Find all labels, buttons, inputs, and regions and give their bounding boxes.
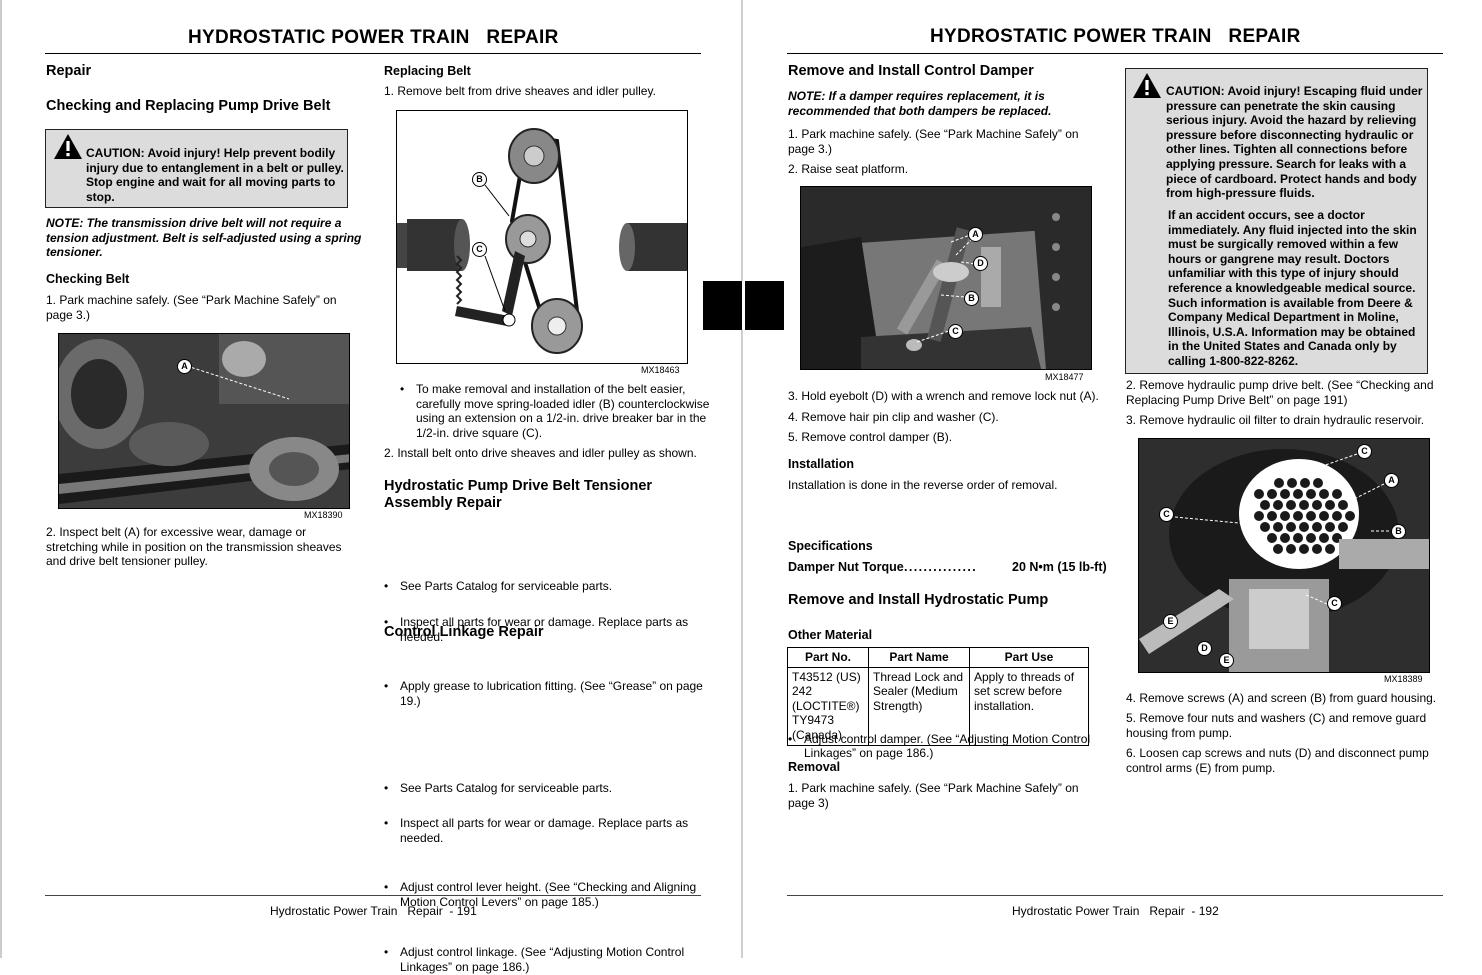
- right-footer: Hydrostatic Power Train Repair - 192: [1012, 904, 1219, 918]
- pump-step-5: 5. Remove four nuts and washers (C) and …: [1126, 711, 1427, 740]
- left-note: NOTE: The transmission drive belt will n…: [46, 216, 362, 260]
- damper-step-3: 3. Hold eyebolt (D) with a wrench and re…: [788, 389, 1099, 403]
- fluid-caution-box: CAUTION: Avoid injury! Escaping fluid un…: [1125, 68, 1428, 374]
- pump-heading: Remove and Install Hydrostatic Pump: [788, 592, 1049, 608]
- belt-routing-drawing: [397, 128, 687, 354]
- warning-icon: [54, 134, 82, 159]
- pump-step-3: 3. Remove hydraulic oil filter to drain …: [1126, 413, 1425, 427]
- fig2-label: MX18463: [641, 365, 680, 375]
- table-cell-part-use: Apply to threads of set screw before ins…: [969, 666, 1089, 746]
- fig3-callout-d: D: [973, 256, 988, 271]
- parts-table: Part No. Part Name Part Use T43512 (US) …: [787, 647, 1089, 746]
- tensioner-bullet-2: Inspect all parts for wear or damage. Re…: [384, 615, 714, 644]
- pump-step-4: 4. Remove screws (A) and screen (B) from…: [1126, 691, 1437, 705]
- right-title-rule: [787, 53, 1443, 54]
- pump-step-2: 2. Remove hydraulic pump drive belt. (Se…: [1126, 378, 1434, 407]
- parts-table-header: Part No. Part Name Part Use: [787, 647, 1089, 668]
- tensioner-bullet-1: See Parts Catalog for serviceable parts.: [384, 579, 714, 594]
- replacing-step-2: 2. Install belt onto drive sheaves and i…: [384, 446, 697, 460]
- linkage-heading: Control Linkage Repair: [384, 624, 544, 640]
- tensioner-heading: Hydrostatic Pump Drive Belt Tensioner As…: [384, 478, 653, 511]
- left-footer-rule: [45, 895, 701, 896]
- fluid-caution-text-1: CAUTION: Avoid injury! Escaping fluid un…: [1166, 84, 1423, 201]
- removal-step-1: 1. Park machine safely. (See “Park Machi…: [788, 781, 1079, 810]
- spec-name: Damper Nut Torque: [788, 560, 904, 574]
- fig4-callout-e-left: E: [1163, 614, 1178, 629]
- left-footer: Hydrostatic Power Train Repair - 191: [270, 904, 477, 918]
- tensioner-bullet-3: Apply grease to lubrication fitting. (Se…: [384, 679, 714, 708]
- fig2-callout-b: B: [472, 172, 487, 187]
- belt-caution-box: CAUTION: Avoid injury! Help prevent bodi…: [45, 129, 348, 208]
- table-header-part-no: Part No.: [787, 647, 869, 668]
- installation-text: Installation is done in the reverse orde…: [788, 478, 1058, 492]
- installation-heading: Installation: [788, 457, 854, 471]
- fig3-callout-c: C: [948, 324, 963, 339]
- damper-note: NOTE: If a damper requires replacement, …: [788, 89, 1052, 118]
- pump-photo-figure: C A C B C E D E: [1138, 438, 1430, 673]
- replacing-bullet: To make removal and installation of the …: [400, 382, 714, 440]
- belt-photo-figure: A: [58, 333, 350, 509]
- left-title-rule: [45, 53, 701, 54]
- page-edge: [0, 0, 2, 958]
- damper-step-1: 1. Park machine safely. (See “Park Machi…: [788, 127, 1079, 156]
- fig4-callout-d: D: [1197, 641, 1212, 656]
- page-gutter: [741, 0, 743, 958]
- table-header-part-name: Part Name: [868, 647, 970, 668]
- damper-step-4: 4. Remove hair pin clip and washer (C).: [788, 410, 999, 424]
- spec-dots: ...............: [904, 560, 978, 574]
- damper-photo: [801, 187, 1091, 369]
- linkage-bullet-1: See Parts Catalog for serviceable parts.: [384, 781, 714, 796]
- linkage-bullet-4: Adjust control linkage. (See “Adjusting …: [384, 945, 714, 974]
- replacing-step-1: 1. Remove belt from drive sheaves and id…: [384, 84, 656, 98]
- specs-heading: Specifications: [788, 539, 873, 553]
- fig3-label: MX18477: [1045, 372, 1084, 382]
- table-row: T43512 (US) 242 (LOCTITE®) TY9473 (Canad…: [787, 666, 1089, 746]
- linkage-bullet-3: Adjust control lever height. (See “Check…: [384, 880, 718, 909]
- fig1-callout-a: A: [177, 359, 192, 374]
- warning-icon: [1133, 73, 1161, 98]
- fig1-label: MX18390: [304, 510, 343, 520]
- damper-step-2: 2. Raise seat platform.: [788, 162, 909, 176]
- table-cell-part-no: T43512 (US) 242 (LOCTITE®) TY9473 (Canad…: [787, 666, 869, 746]
- left-heading: Checking and Replacing Pump Drive Belt: [46, 98, 331, 114]
- right-page-title: HYDROSTATIC POWER TRAIN REPAIR: [930, 26, 1301, 47]
- belt-photo: [59, 334, 349, 508]
- checking-belt-heading: Checking Belt: [46, 272, 130, 286]
- removal-heading: Removal: [788, 760, 841, 774]
- other-material-heading: Other Material: [788, 628, 873, 642]
- pump-photo: [1139, 439, 1429, 672]
- fig2-callout-c: C: [472, 242, 487, 257]
- fig3-callout-a: A: [968, 227, 983, 242]
- left-page-title: HYDROSTATIC POWER TRAIN REPAIR: [188, 27, 559, 48]
- belt-routing-figure: B C: [396, 110, 688, 364]
- fig4-label: MX18389: [1384, 674, 1423, 684]
- right-footer-rule: [787, 895, 1443, 896]
- fig4-callout-c-left: C: [1159, 507, 1174, 522]
- fig3-callout-b: B: [964, 291, 979, 306]
- checking-step-2: 2. Inspect belt (A) for excessive wear, …: [46, 525, 342, 569]
- fig4-callout-b: B: [1391, 524, 1406, 539]
- fluid-caution-text-2: If an accident occurs, see a doctor imme…: [1168, 208, 1417, 368]
- damper-heading: Remove and Install Control Damper: [788, 63, 1034, 79]
- checking-step-1: 1. Park machine safely. (See “Park Machi…: [46, 293, 337, 322]
- table-header-part-use: Part Use: [969, 647, 1089, 668]
- left-section-title: Repair: [46, 63, 92, 79]
- damper-photo-figure: A D B C: [800, 186, 1092, 370]
- binding-marker: [703, 281, 784, 330]
- belt-caution-text: CAUTION: Avoid injury! Help prevent bodi…: [86, 146, 344, 204]
- fig4-callout-e-bottom: E: [1219, 653, 1234, 668]
- damper-step-5: 5. Remove control damper (B).: [788, 430, 953, 444]
- linkage-bullet-2: Inspect all parts for wear or damage. Re…: [384, 816, 714, 845]
- table-cell-part-name: Thread Lock and Sealer (Medium Strength): [868, 666, 970, 746]
- fig4-callout-a: A: [1384, 473, 1399, 488]
- replacing-belt-heading: Replacing Belt: [384, 64, 471, 78]
- spec-value: 20 N•m (15 lb-ft): [1012, 560, 1107, 574]
- fig4-callout-c-top: C: [1357, 444, 1372, 459]
- fig4-callout-c-mid: C: [1327, 596, 1342, 611]
- pump-step-6: 6. Loosen cap screws and nuts (D) and di…: [1126, 746, 1429, 775]
